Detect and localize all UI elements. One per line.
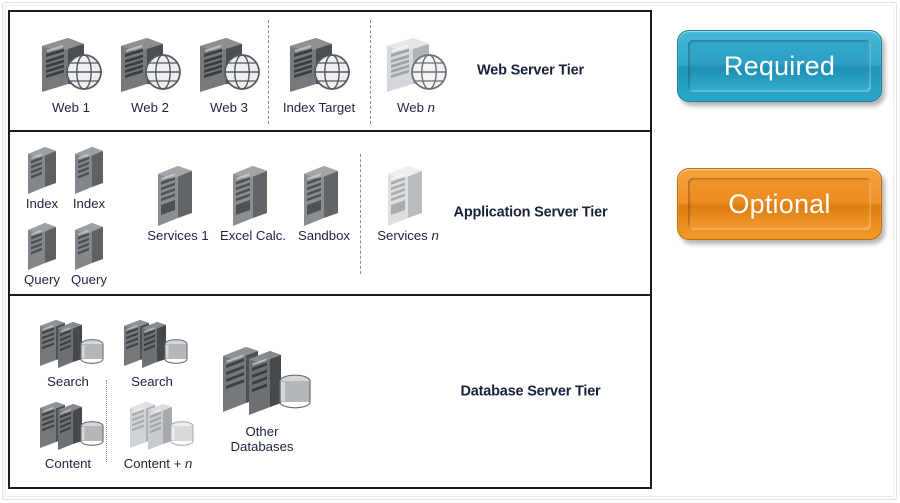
database-server-icon bbox=[110, 388, 206, 454]
server-rack-icon bbox=[217, 160, 289, 226]
node-caption: Other Databases bbox=[230, 424, 294, 455]
node-other-databases[interactable]: Other Databases bbox=[207, 336, 317, 454]
tier-label-database: Database Server Tier bbox=[460, 383, 601, 400]
server-globe-icon bbox=[109, 32, 191, 98]
node-index-b[interactable]: Index bbox=[61, 140, 117, 211]
legend-required-inner-bevel bbox=[688, 40, 871, 92]
node-caption: Services 1 bbox=[147, 228, 209, 243]
node-web-n[interactable]: Web n bbox=[375, 32, 457, 115]
node-index-target[interactable]: Index Target bbox=[278, 32, 360, 115]
app-tier-divider bbox=[360, 154, 361, 274]
server-tower-icon bbox=[61, 216, 117, 270]
tier-web-server: Web 1 bbox=[10, 12, 650, 132]
node-caption: Excel Calc. bbox=[220, 228, 286, 243]
topology-diagram-box: Web 1 bbox=[8, 10, 652, 489]
server-globe-icon bbox=[30, 32, 112, 98]
node-content[interactable]: Content bbox=[26, 388, 110, 471]
node-search-a[interactable]: Search bbox=[26, 306, 110, 389]
node-search-b[interactable]: Search bbox=[110, 306, 194, 389]
node-caption: Query bbox=[71, 272, 107, 287]
server-rack-icon bbox=[291, 160, 357, 226]
server-globe-icon bbox=[375, 32, 457, 98]
node-caption: Sandbox bbox=[297, 228, 351, 243]
database-server-icon bbox=[110, 306, 194, 372]
node-index-a[interactable]: Index bbox=[14, 140, 70, 211]
node-web-1[interactable]: Web 1 bbox=[30, 32, 112, 115]
node-caption: Index bbox=[25, 196, 59, 211]
database-server-icon bbox=[207, 336, 317, 422]
server-rack-icon bbox=[372, 160, 444, 226]
database-server-icon bbox=[26, 306, 110, 372]
node-web-2[interactable]: Web 2 bbox=[109, 32, 191, 115]
server-globe-icon bbox=[188, 32, 270, 98]
web-tier-divider-right bbox=[370, 20, 371, 124]
node-caption: Services n bbox=[377, 228, 439, 243]
node-services-n[interactable]: Services n bbox=[372, 160, 444, 243]
tier-label-web: Web Server Tier bbox=[477, 62, 584, 79]
server-tower-icon bbox=[61, 140, 117, 194]
server-rack-icon bbox=[144, 160, 212, 226]
db-tier-divider bbox=[106, 380, 107, 462]
legend-optional-button[interactable]: Optional bbox=[677, 168, 882, 240]
node-web-3[interactable]: Web 3 bbox=[188, 32, 270, 115]
node-caption: Web 2 bbox=[131, 100, 169, 115]
tier-application-server: Index bbox=[10, 132, 650, 296]
node-query-a[interactable]: Query bbox=[14, 216, 70, 287]
node-caption: Search bbox=[131, 374, 173, 389]
server-tower-icon bbox=[14, 140, 70, 194]
node-sandbox[interactable]: Sandbox bbox=[291, 160, 357, 243]
legend-optional-label: Optional bbox=[728, 188, 831, 219]
node-caption: Index Target bbox=[282, 100, 356, 115]
node-caption: Query bbox=[24, 272, 60, 287]
node-excel-calc[interactable]: Excel Calc. bbox=[217, 160, 289, 243]
node-caption: Web 1 bbox=[52, 100, 90, 115]
node-caption: Web n bbox=[397, 100, 435, 115]
server-tower-icon bbox=[14, 216, 70, 270]
database-server-icon bbox=[26, 388, 110, 454]
node-services-1[interactable]: Services 1 bbox=[144, 160, 212, 243]
node-caption: Content bbox=[44, 456, 92, 471]
legend-required-label: Required bbox=[723, 50, 836, 81]
web-tier-divider-left bbox=[268, 20, 269, 124]
legend-required-button[interactable]: Required bbox=[677, 30, 882, 102]
tier-label-application: Application Server Tier bbox=[453, 204, 608, 221]
node-caption: Web 3 bbox=[210, 100, 248, 115]
server-globe-icon bbox=[278, 32, 360, 98]
node-caption: Content + n bbox=[123, 456, 193, 471]
node-query-b[interactable]: Query bbox=[61, 216, 117, 287]
node-caption: Index bbox=[72, 196, 106, 211]
tier-database-server: Search bbox=[10, 296, 650, 487]
legend-optional-inner-bevel bbox=[688, 178, 871, 230]
node-content-plus-n[interactable]: Content + n bbox=[110, 388, 206, 471]
node-caption: Search bbox=[47, 374, 89, 389]
